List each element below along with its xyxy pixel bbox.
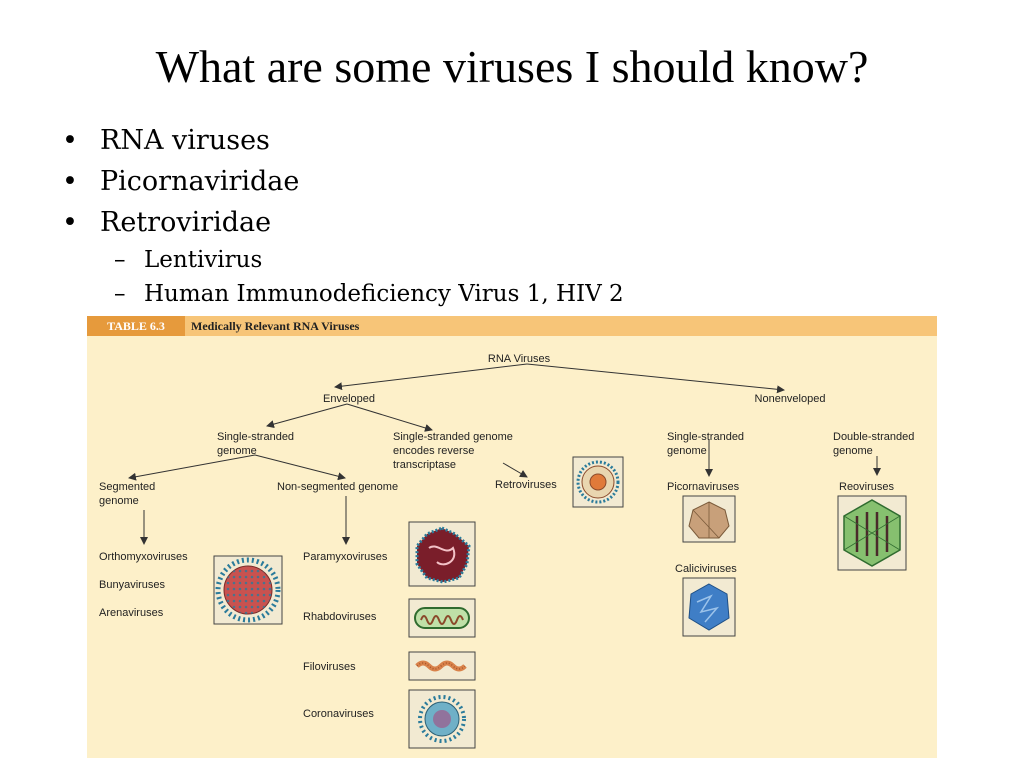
sub-bullet-text: Lentivirus [144, 247, 263, 273]
ne-ds-label: Double-stranded [833, 431, 914, 443]
bunyaviruses-label: Bunyaviruses [99, 579, 166, 591]
classification-diagram: RNA Viruses Enveloped Nonenveloped Singl… [99, 353, 914, 749]
bullet-text: Picornaviridae [100, 166, 300, 197]
dash-icon: – [114, 281, 126, 307]
rhabdovirus-icon [408, 598, 476, 638]
segmented-label: Segmented [99, 481, 155, 493]
sub-bullet-text: Human Immunodeficiency Virus 1, HIV 2 [144, 281, 624, 307]
table-tag: TABLE 6.3 [87, 316, 185, 336]
bullet-dot-icon: • [62, 207, 78, 238]
picornavirus-icon [682, 495, 736, 543]
bullet-dot-icon: • [62, 166, 78, 197]
filovirus-icon [408, 651, 476, 681]
table-header: TABLE 6.3 Medically Relevant RNA Viruses [87, 316, 937, 336]
ss-rt-label: encodes reverse [393, 445, 474, 457]
filoviruses-label: Filoviruses [303, 661, 356, 673]
slide-title: What are some viruses I should know? [155, 41, 869, 92]
paramyxovirus-icon [408, 521, 476, 587]
root-label: RNA Viruses [488, 353, 551, 365]
reoviruses-label: Reoviruses [839, 481, 895, 493]
arenaviruses-label: Arenaviruses [99, 607, 164, 619]
picornaviruses-label: Picornaviruses [667, 481, 740, 493]
reovirus-icon [837, 495, 907, 571]
nonenveloped-label: Nonenveloped [755, 393, 826, 405]
bullet-list: • RNA viruses • Picornaviridae • Retrovirid… [62, 120, 624, 311]
retroviruses-label: Retroviruses [495, 479, 557, 491]
bullet-item: • RNA viruses [62, 120, 624, 161]
segmented-label: genome [99, 495, 139, 507]
ss-genome-label: genome [217, 445, 257, 457]
ss-rt-label: transcriptase [393, 459, 456, 471]
calicivirus-icon [682, 577, 736, 637]
bullet-text: Retroviridae [100, 207, 272, 238]
bullet-dot-icon: • [62, 125, 78, 156]
paramyxoviruses-label: Paramyxoviruses [303, 551, 388, 563]
table-title: Medically Relevant RNA Viruses [191, 319, 360, 333]
sub-bullet-item: –Human Immunodeficiency Virus 1, HIV 2 [62, 277, 624, 311]
arrows [128, 363, 881, 545]
rhabdoviruses-label: Rhabdoviruses [303, 611, 377, 623]
orthomyxoviruses-label: Orthomyxoviruses [99, 551, 188, 563]
bullet-item: • Retroviridae [62, 202, 624, 243]
bullet-text: RNA viruses [100, 125, 270, 156]
enveloped-label: Enveloped [323, 393, 375, 405]
orthomyxovirus-icon [213, 555, 283, 625]
ne-ss-label: Single-stranded [667, 431, 744, 443]
coronavirus-icon [408, 689, 476, 749]
retrovirus-icon [572, 456, 624, 508]
dash-icon: – [114, 247, 126, 273]
ne-ds-label: genome [833, 445, 873, 457]
bullet-item: • Picornaviridae [62, 161, 624, 202]
coronaviruses-label: Coronaviruses [303, 708, 374, 720]
ne-ss-label: genome [667, 445, 707, 457]
nonsegmented-label: Non-segmented genome [277, 481, 398, 493]
caliciviruses-label: Caliciviruses [675, 563, 737, 575]
ss-rt-label: Single-stranded genome [393, 431, 513, 443]
ss-genome-label: Single-stranded [217, 431, 294, 443]
sub-bullet-item: –Lentivirus [62, 243, 624, 277]
virus-table: TABLE 6.3 Medically Relevant RNA Viruses [87, 316, 937, 758]
